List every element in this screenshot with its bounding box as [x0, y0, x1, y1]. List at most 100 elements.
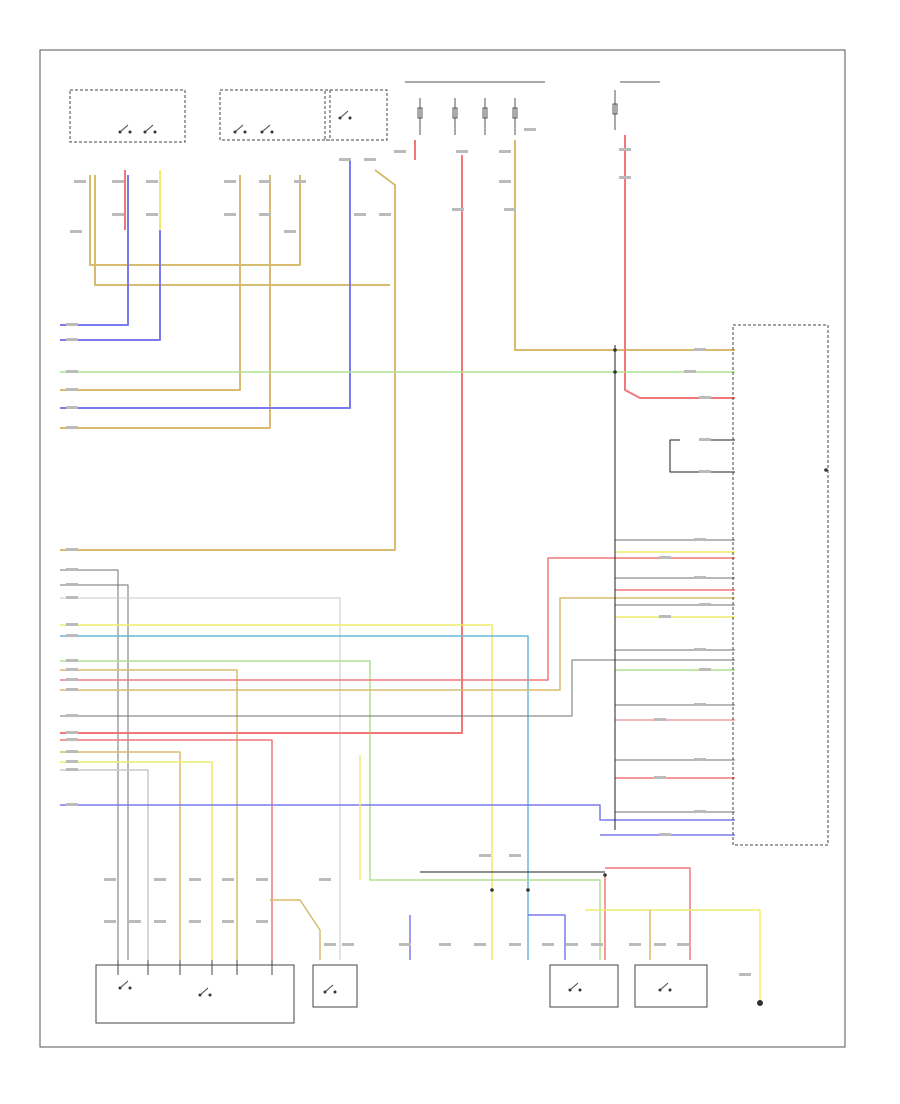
wire-code-mark-2 — [146, 180, 158, 183]
wire-tan — [60, 175, 241, 391]
wire-code-mark-69 — [222, 878, 234, 881]
wire-code-mark-75 — [129, 920, 141, 923]
passenger-belt-switch-b-contact2 — [270, 130, 274, 134]
wire-code-mark-80 — [324, 943, 336, 946]
wire-code-mark-79 — [256, 920, 268, 923]
wire-code-mark-51 — [66, 583, 78, 586]
wire-blue — [60, 175, 129, 326]
driver-seat-switch-box — [549, 964, 619, 1008]
wire-code-mark-48 — [66, 426, 78, 429]
seat-sensor-switch-a-contact2 — [128, 986, 132, 990]
wire-code-mark-76 — [154, 920, 166, 923]
wire-code-mark-27 — [699, 396, 711, 399]
component-group — [66, 81, 829, 1024]
wire-code-mark-18 — [499, 150, 511, 153]
wire-code-mark-0 — [74, 180, 86, 183]
splice-lower-b — [526, 888, 530, 892]
wire-code-mark-54 — [66, 634, 78, 637]
wire-code-mark-87 — [566, 943, 578, 946]
wire-code-mark-45 — [66, 370, 78, 373]
wire-code-mark-46 — [66, 388, 78, 391]
wire-black — [669, 439, 735, 473]
wire-code-mark-33 — [699, 603, 711, 606]
wire-red — [605, 867, 691, 960]
wire-code-mark-23 — [619, 148, 631, 151]
wire-red — [60, 155, 463, 734]
wire-code-mark-67 — [154, 878, 166, 881]
wire-code-mark-81 — [342, 943, 354, 946]
wire-code-mark-38 — [654, 718, 666, 721]
splice-module-a — [613, 348, 617, 352]
wire-code-mark-89 — [629, 943, 641, 946]
wire-code-mark-83 — [439, 943, 451, 946]
fuse-element-0 — [417, 107, 423, 119]
passenger-seat-switch-contact-blade — [659, 982, 669, 991]
wire-code-mark-32 — [694, 576, 706, 579]
wire-code-mark-30 — [694, 538, 706, 541]
splice-lower-c — [603, 873, 607, 877]
wire-blue — [60, 804, 735, 821]
belt-switch-contact-contact2 — [333, 990, 337, 994]
diagram-border — [39, 49, 846, 1048]
wire-code-mark-12 — [259, 213, 271, 216]
wire-code-mark-84 — [474, 943, 486, 946]
occupant-switch-contact2 — [348, 116, 352, 120]
passenger-belt-switch-a-contact2 — [243, 130, 247, 134]
ground-symbol — [757, 1000, 763, 1006]
diagram-frame — [39, 49, 846, 1048]
wire-code-mark-59 — [66, 714, 78, 717]
passenger-seat-switch-contact-contact2 — [668, 988, 672, 992]
wire-code-mark-47 — [66, 406, 78, 409]
wire-tan — [60, 169, 396, 551]
driver-belt-switch-box — [69, 89, 186, 143]
wire-code-mark-42 — [659, 833, 671, 836]
wire-group — [60, 135, 761, 1000]
wire-code-mark-73 — [509, 854, 521, 857]
wire-code-mark-37 — [694, 703, 706, 706]
wire-code-mark-10 — [146, 213, 158, 216]
wire-lightgray — [60, 597, 341, 960]
fuse-element-2 — [482, 107, 488, 119]
wire-code-mark-64 — [66, 768, 78, 771]
wire-red — [624, 135, 735, 399]
wire-code-mark-14 — [354, 213, 366, 216]
wire-yellow — [60, 624, 493, 960]
seat-sensor-switch-a-blade — [119, 980, 129, 989]
wire-code-mark-44 — [66, 338, 78, 341]
wire-code-mark-39 — [694, 758, 706, 761]
passenger-seat-switch-box — [634, 964, 708, 1008]
wire-code-mark-9 — [112, 213, 124, 216]
wire-gray — [60, 584, 129, 960]
wire-code-mark-35 — [694, 648, 706, 651]
passenger-belt-switch-box — [219, 89, 331, 141]
passenger-belt-switch-b-blade — [261, 124, 271, 133]
wire-code-mark-68 — [189, 878, 201, 881]
wire-code-mark-13 — [284, 230, 296, 233]
wire-cyan — [60, 635, 529, 960]
wire-code-mark-72 — [479, 854, 491, 857]
wire-code-mark-20 — [504, 208, 516, 211]
fuse-element-3 — [512, 107, 518, 119]
wire-code-mark-88 — [591, 943, 603, 946]
driver-belt-switch-b-contact2 — [153, 130, 157, 134]
wire-code-mark-78 — [222, 920, 234, 923]
wire-code-mark-91 — [677, 943, 689, 946]
start-fuse-element — [612, 103, 618, 115]
seat-sensor-switch-b-contact2 — [208, 993, 212, 997]
wire-tan — [60, 175, 271, 429]
wire-code-mark-24 — [619, 176, 631, 179]
wire-code-mark-60 — [66, 731, 78, 734]
airbag-module-box — [732, 324, 829, 846]
wire-code-mark-34 — [659, 615, 671, 618]
wire-code-mark-52 — [66, 596, 78, 599]
wire-code-mark-49 — [66, 548, 78, 551]
wire-code-mark-17 — [456, 150, 468, 153]
wire-code-mark-57 — [66, 678, 78, 681]
passenger-belt-switch-a-blade — [234, 124, 244, 133]
driver-seat-switch-contact-contact2 — [578, 988, 582, 992]
wire-code-mark-31 — [659, 556, 671, 559]
wire-code-mark-5 — [294, 180, 306, 183]
driver-seat-switch-contact-blade — [569, 982, 579, 991]
